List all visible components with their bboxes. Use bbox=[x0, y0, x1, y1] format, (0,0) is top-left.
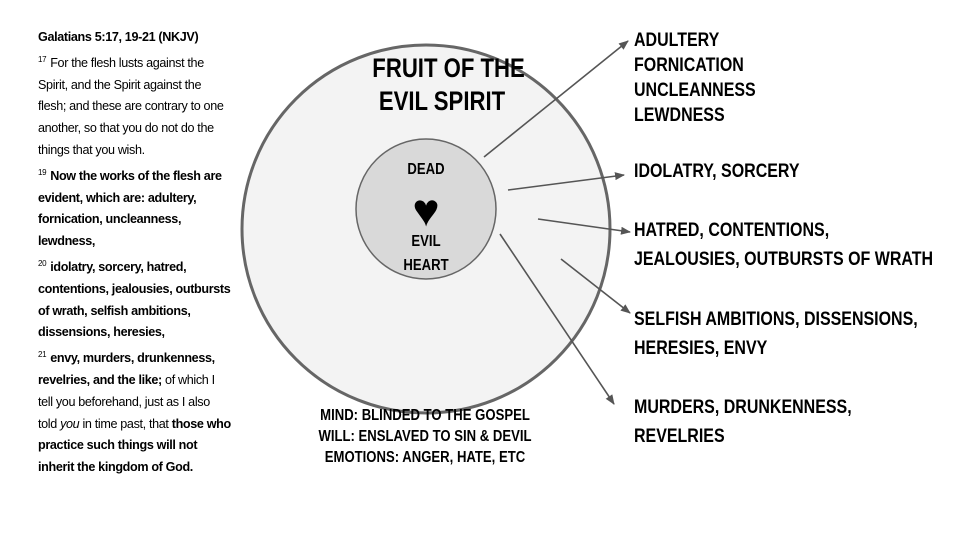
fruit-label: HERESIES, ENVY bbox=[634, 337, 768, 359]
mind-label: MIND: BLINDED TO THE GOSPEL bbox=[320, 407, 530, 424]
verse-text: of which I bbox=[161, 372, 215, 387]
verse-text: Now the works of the flesh are bbox=[50, 168, 222, 183]
verse-text: another, so that you do not do the bbox=[38, 121, 214, 136]
verse-text: things that you wish. bbox=[38, 142, 145, 157]
verse-text: revelries, and the like; bbox=[38, 372, 162, 387]
soul-description: MIND: BLINDED TO THE GOSPEL WILL: ENSLAV… bbox=[314, 405, 535, 468]
arrow-4 bbox=[560, 258, 631, 314]
verse-text: inherit the kingdom of God. bbox=[38, 460, 193, 475]
emotions-label: EMOTIONS: ANGER, HATE, ETC bbox=[324, 449, 526, 466]
verse-number: 21 bbox=[38, 350, 47, 360]
fruit-group-4: SELFISH AMBITIONS, DISSENSIONS, HERESIES… bbox=[634, 305, 918, 363]
verse-text: in time past, that bbox=[79, 416, 172, 431]
fruit-label: JEALOUSIES, OUTBURSTS OF WRATH bbox=[634, 248, 934, 270]
verse-text: tell you beforehand, just as I also bbox=[38, 394, 210, 409]
inner-label-evil-heart: EVIL HEART bbox=[393, 230, 459, 278]
inner-label-line: EVIL bbox=[411, 233, 441, 250]
fruit-label: MURDERS, DRUNKENNESS, bbox=[634, 396, 852, 418]
inner-label-line: HEART bbox=[403, 257, 449, 274]
fruit-group-5: MURDERS, DRUNKENNESS, REVELRIES bbox=[634, 393, 852, 451]
verse-text: envy, murders, drunkenness, bbox=[50, 351, 215, 366]
fruit-label: LEWDNESS bbox=[634, 104, 725, 126]
verse-text: dissensions, heresies, bbox=[38, 325, 165, 340]
arrow-5 bbox=[499, 233, 615, 405]
verse-text: evident, which are: adultery, bbox=[38, 190, 197, 205]
fruit-label: HATRED, CONTENTIONS, bbox=[634, 219, 830, 241]
arrow-2 bbox=[507, 172, 625, 191]
verse-text: those who bbox=[171, 416, 231, 431]
will-label: WILL: ENSLAVED TO SIN & DEVIL bbox=[318, 428, 532, 445]
verse-number: 20 bbox=[38, 258, 47, 268]
fruit-label: IDOLATRY, SORCERY bbox=[634, 160, 800, 182]
verse-number: 17 bbox=[38, 54, 47, 64]
verse-number: 19 bbox=[38, 167, 47, 177]
diagram-title: FRUIT OF THE EVIL SPIRIT bbox=[372, 52, 525, 118]
verse-text: practice such things will not bbox=[38, 438, 198, 453]
arrow-1 bbox=[483, 40, 629, 158]
scripture-heading: Galatians 5:17, 19-21 (NKJV) bbox=[38, 30, 199, 44]
fruit-label: UNCLEANNESS bbox=[634, 79, 756, 101]
title-line: EVIL SPIRIT bbox=[378, 86, 506, 116]
verse-text: contentions, jealousies, outbursts bbox=[38, 281, 231, 296]
fruit-group-3: HATRED, CONTENTIONS, JEALOUSIES, OUTBURS… bbox=[634, 216, 933, 274]
verse-text: you bbox=[60, 416, 80, 431]
verse-text: Spirit, and the Spirit against the bbox=[38, 77, 202, 92]
fruit-label: REVELRIES bbox=[634, 425, 725, 447]
verse-text: flesh; and these are contrary to one bbox=[38, 99, 224, 114]
verse-text: of wrath, selfish ambitions, bbox=[38, 303, 191, 318]
title-line: FRUIT OF THE bbox=[372, 53, 525, 83]
arrow-3 bbox=[537, 218, 631, 235]
inner-circle bbox=[355, 138, 497, 280]
verse-text: fornication, uncleanness, bbox=[38, 212, 182, 227]
fruit-label: FORNICATION bbox=[634, 54, 744, 76]
verse-text: idolatry, sorcery, hatred, bbox=[50, 259, 187, 274]
fruit-label: ADULTERY bbox=[634, 29, 720, 51]
fruit-group-1: ADULTERY FORNICATION UNCLEANNESS LEWDNES… bbox=[634, 28, 756, 128]
inner-label-dead: DEAD bbox=[407, 161, 445, 178]
verse-text: lewdness, bbox=[38, 234, 96, 249]
verse-text: told bbox=[38, 416, 61, 431]
heart-icon: ♥ bbox=[412, 184, 440, 236]
verse-text: For the flesh lusts against the bbox=[50, 55, 204, 70]
fruit-label: SELFISH AMBITIONS, DISSENSIONS, bbox=[634, 308, 918, 330]
fruit-group-2: IDOLATRY, SORCERY bbox=[634, 159, 800, 184]
